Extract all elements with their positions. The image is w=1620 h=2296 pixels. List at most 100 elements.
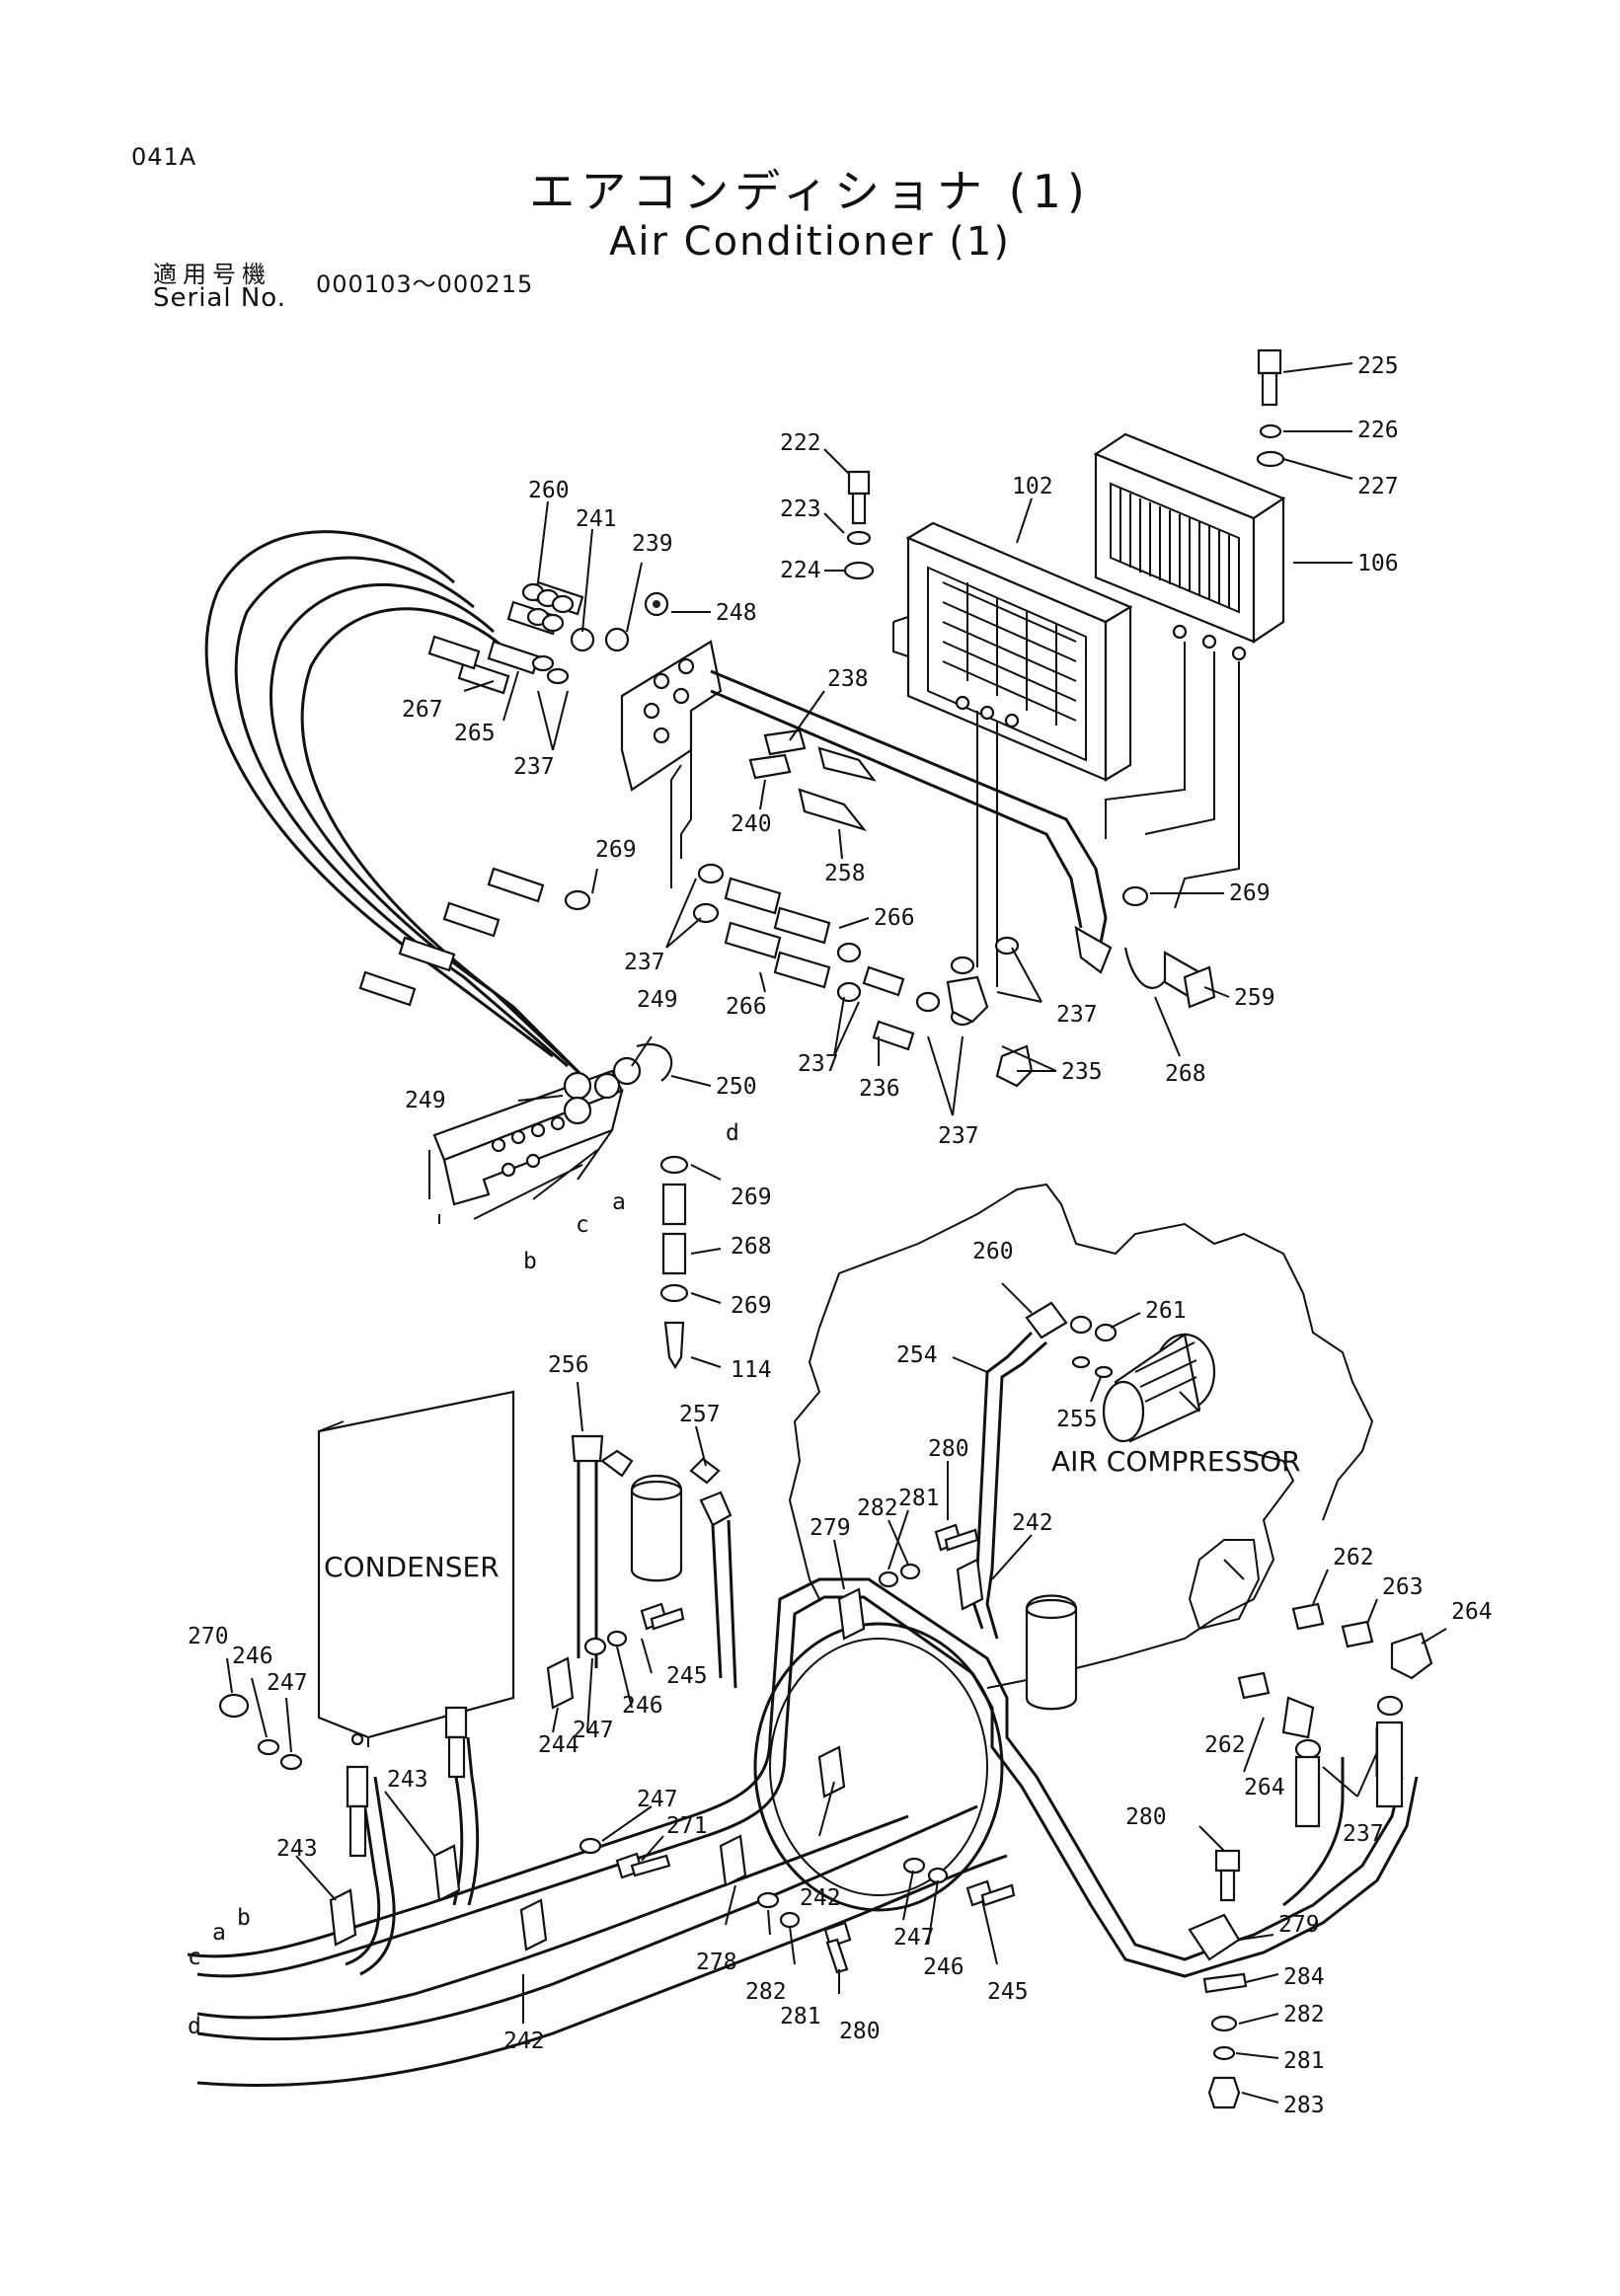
clamps-mid	[564, 863, 1216, 1088]
callout-label: 278	[696, 1950, 737, 1975]
pipes-upper	[670, 642, 1240, 987]
bolt-222	[847, 470, 871, 525]
callout-label: 281	[1283, 2048, 1325, 2074]
callout-label: 270	[188, 1624, 229, 1649]
callout-label: 259	[1234, 985, 1275, 1011]
unit-106	[1093, 432, 1286, 661]
callout-label: 224	[780, 558, 821, 583]
callout-label: 260	[528, 478, 570, 503]
callout-label: 255	[1056, 1407, 1098, 1432]
bracket-lower-left	[428, 1043, 673, 1224]
washer-226	[1259, 423, 1282, 439]
receiver-drier	[571, 1434, 737, 1689]
bolt-225	[1257, 348, 1282, 407]
callout-label: 239	[632, 531, 673, 557]
engine-outline	[788, 1183, 1374, 1689]
hose-loops	[204, 530, 594, 1088]
callout-label: 237	[513, 754, 555, 780]
callout-label: 246	[232, 1644, 273, 1669]
callout-label: 238	[827, 666, 869, 692]
fittings-238-240-258	[748, 728, 877, 832]
condenser-label: CONDENSER	[324, 1551, 500, 1583]
callout-label: 243	[276, 1836, 318, 1862]
washer-223	[846, 530, 872, 546]
callout-label: 260	[972, 1239, 1014, 1264]
bracket-upper	[620, 640, 723, 792]
callout-label: d	[726, 1120, 739, 1146]
callout-label: 280	[928, 1436, 969, 1462]
callout-label: 227	[1357, 474, 1399, 499]
washer-224	[843, 561, 875, 580]
callout-label: 280	[839, 2019, 881, 2044]
callout-label: 241	[576, 506, 617, 532]
clamps-lower	[329, 1558, 1241, 1961]
callout-label: 246	[923, 1954, 964, 1980]
air-compressor	[1102, 1333, 1216, 1443]
callout-label: 281	[898, 1486, 940, 1511]
callout-label: 267	[402, 697, 443, 723]
serial-range: 000103～000215	[316, 270, 534, 298]
callout-label: 237	[798, 1051, 839, 1077]
callout-label: 246	[622, 1693, 663, 1719]
callout-label: 248	[716, 600, 757, 626]
callout-label: 266	[726, 994, 767, 1020]
callout-label: 254	[896, 1342, 938, 1368]
callout-label: 114	[731, 1357, 772, 1383]
compressor-fittings	[1025, 1301, 1118, 1379]
callout-label: 102	[1012, 474, 1053, 499]
washer-227	[1256, 450, 1285, 468]
fittings-lower-left	[218, 1693, 468, 1858]
callout-label: 265	[454, 721, 496, 746]
callout-label: 269	[731, 1293, 772, 1319]
callout-label: 269	[1229, 880, 1271, 906]
callout-label: 240	[731, 811, 772, 837]
callout-label: 263	[1382, 1574, 1424, 1600]
hardware-mid-lower	[579, 1523, 1016, 1974]
callout-label: 237	[1056, 1002, 1098, 1028]
leader-lines	[226, 362, 1447, 2104]
callout-label: 242	[1012, 1510, 1053, 1536]
callout-label: 242	[503, 2028, 545, 2054]
callout-label: 222	[780, 430, 821, 456]
callout-label: 247	[893, 1925, 935, 1951]
callout-label: 282	[857, 1495, 898, 1521]
callout-label: a	[612, 1189, 626, 1215]
callout-label: 225	[1357, 353, 1399, 379]
callout-label: 279	[810, 1515, 851, 1541]
page-code: 041A	[131, 143, 197, 171]
callout-label: 258	[824, 861, 866, 886]
callout-label: 280	[1125, 1804, 1167, 1830]
callout-label: 244	[538, 1732, 579, 1758]
callout-label: c	[576, 1212, 589, 1238]
callout-label: 281	[780, 2004, 821, 2029]
callout-label: 237	[1343, 1821, 1384, 1847]
fittings-upper	[521, 582, 669, 685]
callout-label: 282	[1283, 2002, 1325, 2028]
callout-label: 257	[679, 1402, 721, 1427]
callout-label: c	[188, 1945, 201, 1970]
callout-label: 264	[1451, 1599, 1493, 1625]
callout-label: 264	[1244, 1775, 1285, 1800]
callout-label: 282	[745, 1979, 787, 2005]
callout-label: 247	[573, 1718, 614, 1743]
callout-label: 261	[1145, 1298, 1187, 1324]
callout-label: 242	[800, 1885, 841, 1911]
callout-label: 223	[780, 497, 821, 522]
callout-label: 262	[1204, 1732, 1246, 1758]
callout-label: 271	[666, 1813, 708, 1839]
callout-label: 106	[1357, 551, 1399, 576]
serial-label-japanese: 適用号機	[153, 261, 271, 288]
callout-labels: 225 226 227 106 222 223 224 102 260 241 …	[188, 353, 1493, 2118]
callout-label: 235	[1061, 1059, 1103, 1085]
callout-label: 245	[987, 1979, 1029, 2005]
callout-label: 249	[637, 987, 678, 1013]
callout-label: 247	[267, 1670, 308, 1696]
fan-shroud	[753, 1622, 1004, 1912]
unit-102	[892, 521, 1133, 782]
callout-label: 284	[1283, 1964, 1325, 1990]
callout-label: 262	[1333, 1545, 1374, 1570]
callout-label: 236	[859, 1076, 900, 1102]
callout-label: 245	[666, 1663, 708, 1689]
callout-label: 266	[874, 905, 915, 931]
